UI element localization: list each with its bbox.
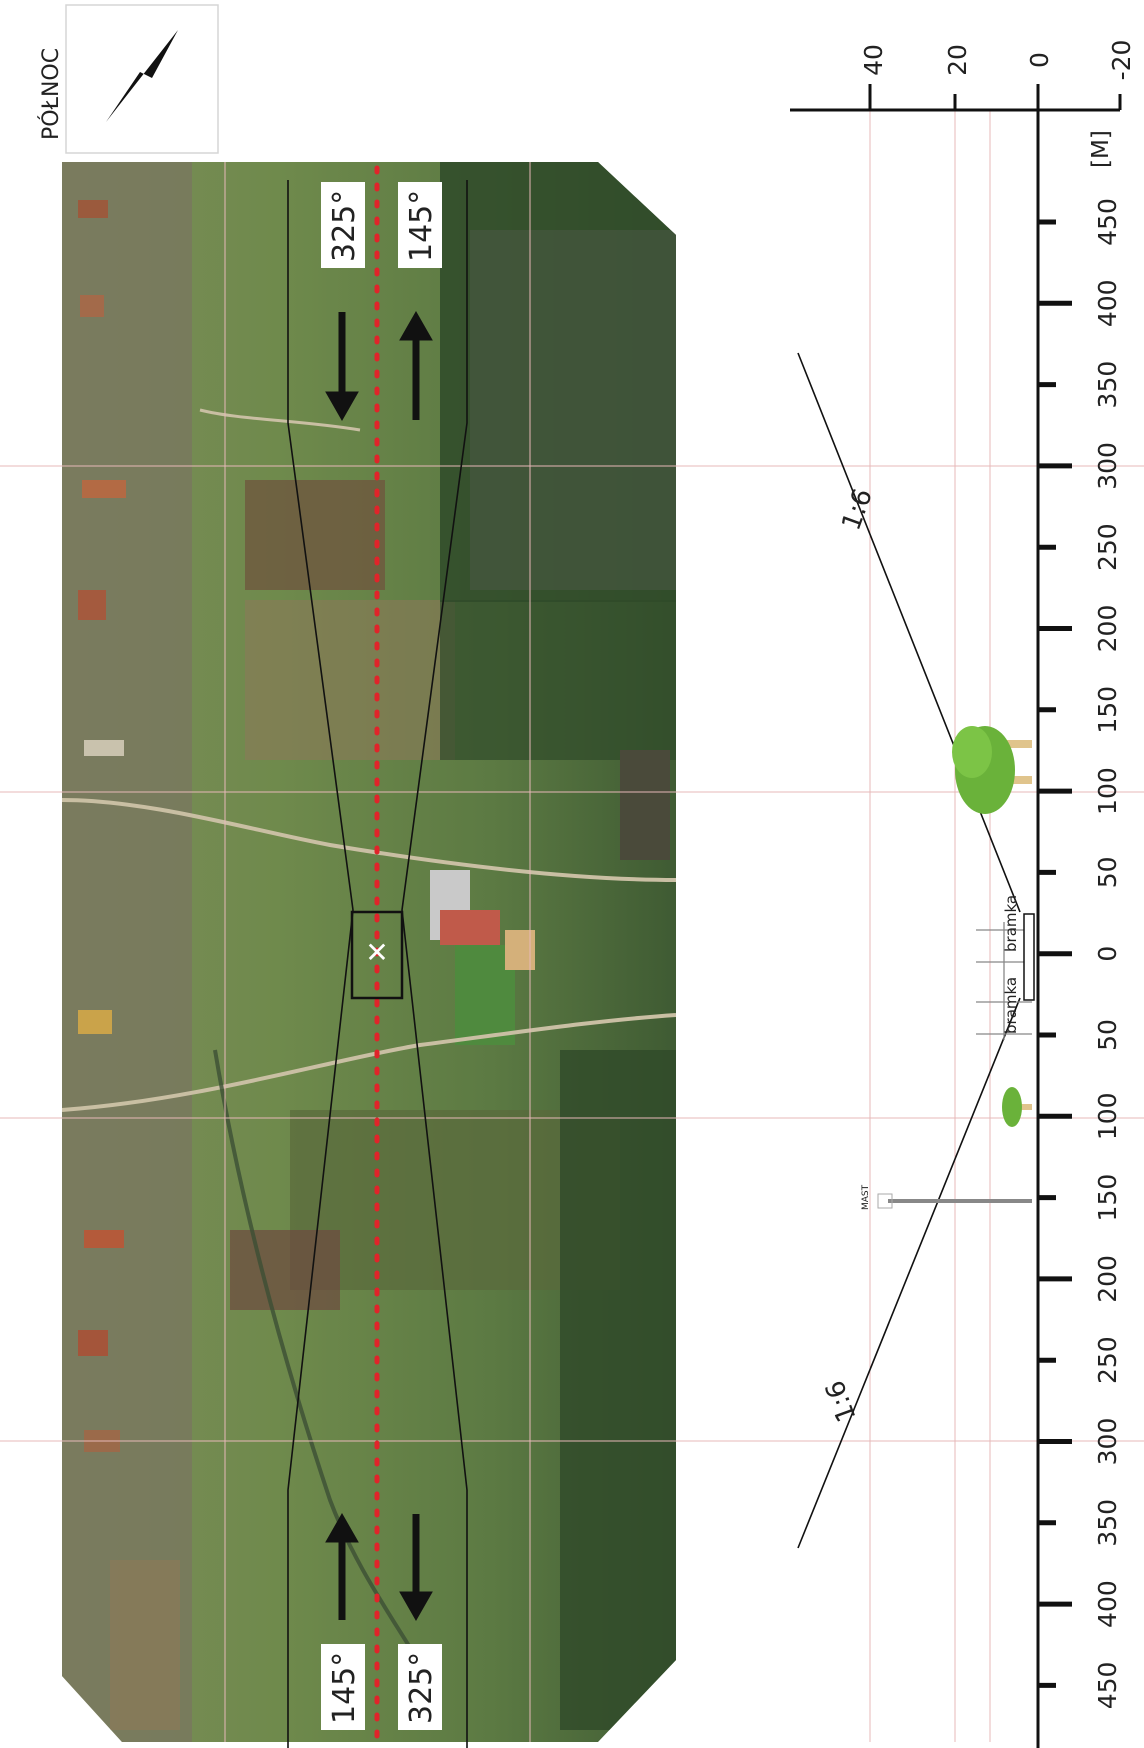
arrow-down-icon: [399, 1514, 433, 1622]
map-grid: [0, 110, 1144, 1742]
distance-tick-label: 150: [1093, 686, 1122, 734]
north-label: PÓŁNOC: [38, 48, 64, 140]
north-indicator: PÓŁNOC: [38, 4, 219, 154]
heading-label-bottom-left: 145°: [321, 1644, 365, 1730]
distance-tick-label: 300: [1093, 442, 1122, 490]
elevation-tick-label: 0: [1025, 52, 1054, 68]
distance-tick-label: 150: [1093, 1174, 1122, 1222]
distance-tick-label: 100: [1093, 767, 1122, 815]
distance-tick-label: 50: [1093, 856, 1122, 888]
north-arrow-icon: [106, 30, 178, 122]
distance-tick-label: 200: [1093, 605, 1122, 653]
tree-icon: [952, 726, 1032, 814]
distance-tick-label: 0: [1093, 946, 1122, 962]
arrow-up-icon: [399, 310, 433, 420]
mast-icon: MAST: [861, 1184, 1032, 1210]
distance-tick-label: 100: [1093, 1092, 1122, 1140]
approach-slope-line: [797, 997, 1021, 1549]
distance-tick-label: 450: [1093, 198, 1122, 246]
distance-tick-label: 400: [1093, 1580, 1122, 1628]
distance-tick-label: 350: [1093, 361, 1122, 409]
heading-label-text: 145°: [327, 1652, 362, 1724]
distance-tick-label: 450: [1093, 1662, 1122, 1710]
distance-tick-label: 50: [1093, 1019, 1122, 1051]
distance-tick-label: 400: [1093, 279, 1122, 327]
heading-label-top-left: 325°: [321, 182, 365, 268]
distance-tick-label: 250: [1093, 1336, 1122, 1384]
direction-arrows: [325, 310, 433, 1622]
north-box: [65, 4, 219, 154]
heading-label-text: 325°: [327, 190, 362, 262]
slope-ratio-label: 1:6: [820, 1376, 863, 1426]
approach-corridor: [287, 180, 468, 1748]
landing-site: ✕: [350, 910, 404, 1000]
distance-tick-label: 350: [1093, 1499, 1122, 1547]
distance-tick-label: 300: [1093, 1418, 1122, 1466]
elevation-profile: 40 20 0 -20 [M] 450 400 350 300 250 200 150 100…: [790, 40, 1136, 1748]
mast-label: MAST: [861, 1184, 871, 1210]
arrow-down-icon: [325, 312, 359, 422]
elevation-unit-label: [M]: [1088, 130, 1114, 168]
heading-label-text: 325°: [404, 1652, 439, 1724]
aerial-photo: [62, 162, 676, 1742]
arrow-up-icon: [325, 1512, 359, 1620]
approach-slope-line: [797, 352, 1021, 913]
gate-label: bramka: [1002, 977, 1020, 1034]
elevation-tick-label: -20: [1107, 40, 1136, 81]
landing-point-icon: ✕: [365, 936, 388, 969]
gates: [976, 913, 1035, 1040]
distance-ticks: 450 400 350 300 250 200 150 100 50 0 50 100 150 200 25…: [1038, 198, 1122, 1709]
elevation-tick-label: 40: [859, 44, 888, 76]
slope-ratio-label: 1:6: [836, 485, 879, 535]
elevation-tick-label: 20: [943, 44, 972, 76]
distance-tick-label: 250: [1093, 523, 1122, 571]
heading-label-top-right: 145°: [398, 182, 442, 268]
heading-label-text: 145°: [404, 190, 439, 262]
gate-label: bramka: [1002, 895, 1020, 952]
heading-label-bottom-right: 325°: [398, 1644, 442, 1730]
tree-icon: [1002, 1087, 1032, 1127]
distance-tick-label: 200: [1093, 1255, 1122, 1303]
